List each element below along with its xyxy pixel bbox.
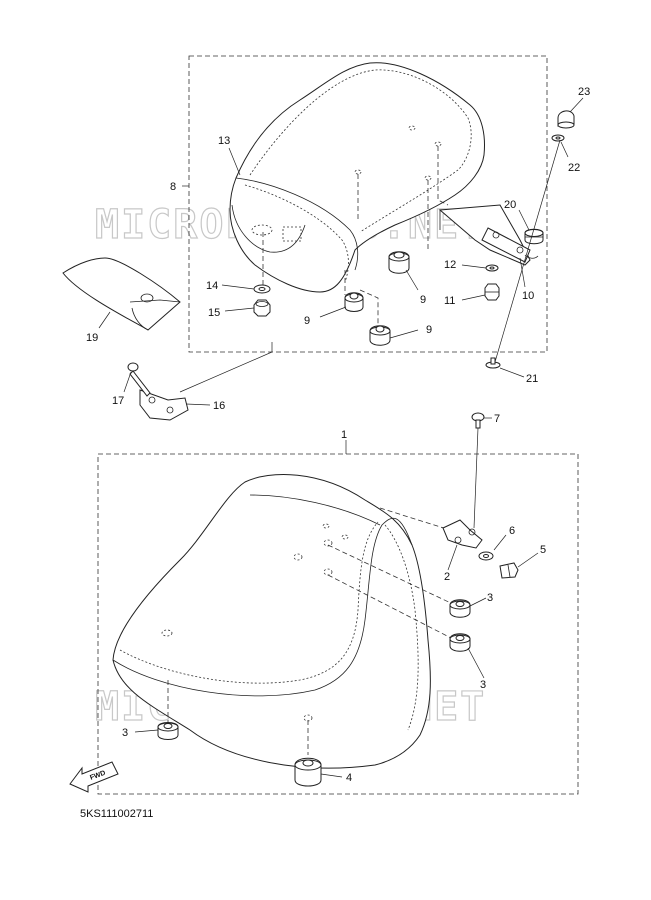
cover-19: [62, 257, 181, 331]
nut-11: [484, 283, 500, 301]
callout-9c: 9: [426, 324, 432, 336]
callout-8: 8: [170, 181, 176, 193]
callout-16: 16: [213, 400, 225, 412]
washer-22: [551, 134, 565, 142]
bolt-17: [127, 362, 151, 397]
callout-1: 1: [341, 429, 347, 441]
callout-4: 4: [346, 772, 352, 784]
callout-7: 7: [494, 413, 500, 425]
grommet-3c: [157, 722, 179, 740]
bolt-21: [485, 357, 501, 369]
screw-7: [471, 412, 485, 429]
callout-17: 17: [112, 395, 124, 407]
callout-19: 19: [86, 332, 98, 344]
grommet-9b: [344, 292, 364, 312]
washer-12: [485, 264, 499, 272]
callout-2: 2: [444, 571, 450, 583]
callout-5: 5: [540, 544, 546, 556]
callout-9b: 9: [304, 315, 310, 327]
upper-seat: [229, 62, 485, 293]
callout-21: 21: [526, 373, 538, 385]
callout-15: 15: [208, 307, 220, 319]
damper-4: [294, 757, 322, 787]
washer-14: [253, 284, 271, 294]
washer-6: [478, 551, 494, 561]
callout-13: 13: [218, 135, 230, 147]
callout-9a: 9: [420, 294, 426, 306]
nut-15: [253, 299, 271, 317]
callout-20: 20: [504, 199, 516, 211]
bracket-10: [438, 204, 539, 266]
grommet-9a: [388, 251, 410, 274]
callout-14: 14: [206, 280, 218, 292]
bracket-16: [139, 389, 189, 421]
grommet-9c: [369, 325, 391, 346]
callout-11: 11: [444, 295, 455, 307]
callout-12: 12: [444, 259, 456, 271]
screw-5: [499, 562, 519, 579]
callout-3c: 3: [122, 727, 128, 739]
bracket-2: [442, 519, 483, 549]
upper-assembly-frame: [188, 55, 548, 353]
callout-3b: 3: [480, 679, 486, 691]
diagram-code: 5KS111002711: [80, 808, 153, 820]
leader-lines: [98, 97, 584, 778]
callout-3a: 3: [487, 592, 493, 604]
cap-nut-23: [557, 110, 575, 129]
grommet-3b: [449, 633, 471, 652]
callout-10: 10: [522, 290, 534, 302]
callout-22: 22: [568, 162, 580, 174]
lower-assembly-frame: [97, 453, 579, 795]
fwd-arrow-icon: FWD: [69, 761, 119, 793]
callout-23: 23: [578, 86, 590, 98]
grommet-3a: [449, 599, 471, 618]
callout-6: 6: [509, 525, 515, 537]
lower-seat: [112, 474, 431, 769]
collar-20: [524, 228, 544, 245]
